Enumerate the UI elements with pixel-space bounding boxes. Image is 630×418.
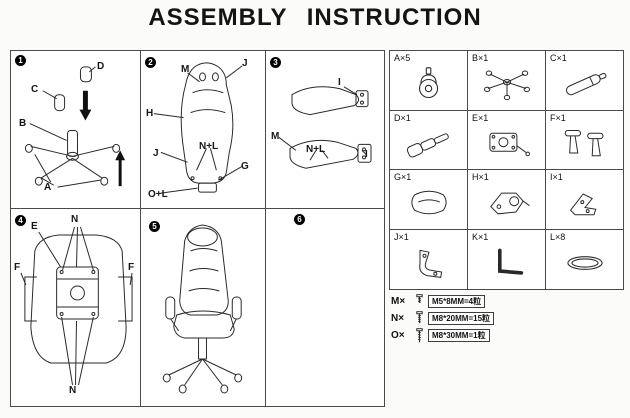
caster-wheel-icon — [418, 67, 438, 99]
part-quantity-label: C×1 — [550, 53, 567, 63]
part-label-nl: N+L — [306, 144, 326, 155]
part-label-a: A — [44, 182, 52, 193]
part-label-ol: O+L — [148, 189, 168, 200]
part-quantity-label: F×1 — [550, 112, 566, 123]
hardware-row-o: O× M8*30MM=1粒 — [391, 327, 624, 344]
part-label-i2: I — [365, 149, 368, 160]
hardware-spec: M8*20MM=15粒 — [428, 312, 495, 325]
part-quantity-label: G×1 — [394, 172, 412, 182]
step3-seat-drawing — [278, 86, 372, 169]
part-label-n2: N — [69, 385, 77, 396]
part-label-j2: J — [153, 148, 159, 159]
part-quantity-label: E×1 — [472, 112, 489, 123]
step-panel-3: 3 I M N+L I — [266, 51, 384, 209]
part-label-nl: N+L — [199, 141, 219, 152]
step-number-badge: 6 — [294, 214, 305, 225]
up-arrow-icon — [115, 150, 126, 187]
star-base-icon — [483, 70, 530, 101]
part-label-g: G — [241, 161, 249, 172]
part-quantity-label: J×1 — [394, 231, 409, 242]
step-panel-4: 4 E N — [11, 209, 141, 406]
hardware-label: M× — [391, 296, 406, 307]
armrest-icon — [564, 129, 603, 156]
part-label-f: F — [14, 262, 21, 273]
part-label-h: H — [146, 108, 154, 119]
long-screw-icon — [416, 328, 423, 343]
part-cell-d: D×1 — [390, 110, 468, 170]
side-bracket-icon — [418, 250, 442, 279]
part-label-i: I — [338, 77, 341, 88]
short-screw-icon — [416, 294, 423, 303]
part-cell-j: J×1 — [390, 229, 468, 289]
part-label-j: J — [242, 58, 248, 69]
part-quantity-label: I×1 — [550, 172, 563, 182]
part-label-d: D — [97, 61, 105, 72]
parts-table: A×5 B×1 C×1 — [389, 50, 624, 290]
part-cell-a: A×5 — [390, 51, 468, 111]
hardware-list: M× M5*8MM=4粒 N× M8*20MM=15粒 — [391, 293, 624, 344]
down-arrow-icon — [79, 90, 92, 121]
part-cell-c: C×1 — [546, 51, 623, 111]
step5-finished-chair-drawing — [162, 224, 243, 394]
step-panel-6: 6 — [266, 209, 384, 406]
part-quantity-label: A×5 — [394, 53, 411, 63]
part-quantity-label: B×1 — [472, 53, 489, 63]
corner-bracket-icon — [569, 193, 596, 216]
step-number-badge: 5 — [149, 221, 160, 232]
page-title: ASSEMBLY INSTRUCTION — [148, 4, 482, 31]
steps-grid: 1 — [10, 50, 385, 407]
part-label-b: B — [19, 118, 27, 129]
step1-base-assembly-drawing — [24, 66, 126, 188]
part-label-e: E — [31, 221, 38, 232]
step4-underside-drawing — [20, 226, 133, 386]
cushion-icon — [410, 191, 447, 215]
part-cell-b: B×1 — [468, 51, 546, 111]
part-cell-h: H×1 — [468, 170, 546, 230]
tilt-mechanism-icon — [488, 132, 530, 156]
step-number-badge: 4 — [15, 215, 26, 226]
part-cell-l: L×8 — [546, 230, 623, 290]
part-cell-k: K×1 — [468, 229, 546, 289]
seat-bracket-icon — [489, 192, 530, 215]
part-label-c: C — [31, 84, 39, 95]
part-quantity-label: D×1 — [394, 112, 411, 123]
step-number-badge: 3 — [270, 57, 281, 68]
hardware-spec: M5*8MM=4粒 — [428, 295, 486, 308]
step-panel-1: 1 — [11, 51, 141, 209]
hardware-label: O× — [391, 330, 405, 341]
part-cell-e: E×1 — [468, 110, 546, 170]
part-quantity-label: L×8 — [550, 231, 566, 242]
step-number-badge: 2 — [145, 57, 156, 68]
washer-ring-icon — [566, 256, 603, 271]
hardware-spec: M8*30MM=1粒 — [428, 329, 490, 342]
part-cell-f: F×1 — [546, 111, 623, 170]
part-label-m: M — [271, 131, 280, 142]
telescopic-cover-icon — [406, 133, 449, 158]
part-label-n: N — [71, 214, 79, 225]
step-number-badge: 1 — [15, 55, 26, 66]
gas-lift-icon — [565, 73, 606, 96]
part-cell-i: I×1 — [546, 170, 623, 230]
medium-screw-icon — [416, 311, 423, 324]
hardware-label: N× — [391, 313, 405, 324]
part-cell-g: G×1 — [390, 170, 468, 230]
step2-backrest-drawing — [153, 62, 243, 194]
step-panel-2: 2 M J H J N+ — [141, 51, 266, 209]
part-label-f2: F — [128, 262, 135, 273]
part-quantity-label: H×1 — [472, 172, 489, 182]
allen-key-icon — [497, 248, 523, 275]
step-panel-5: 5 — [141, 209, 266, 406]
hardware-row-n: N× M8*20MM=15粒 — [391, 310, 624, 327]
part-label-m: M — [181, 64, 190, 75]
hardware-row-m: M× M5*8MM=4粒 — [391, 293, 624, 310]
part-quantity-label: K×1 — [472, 231, 489, 242]
